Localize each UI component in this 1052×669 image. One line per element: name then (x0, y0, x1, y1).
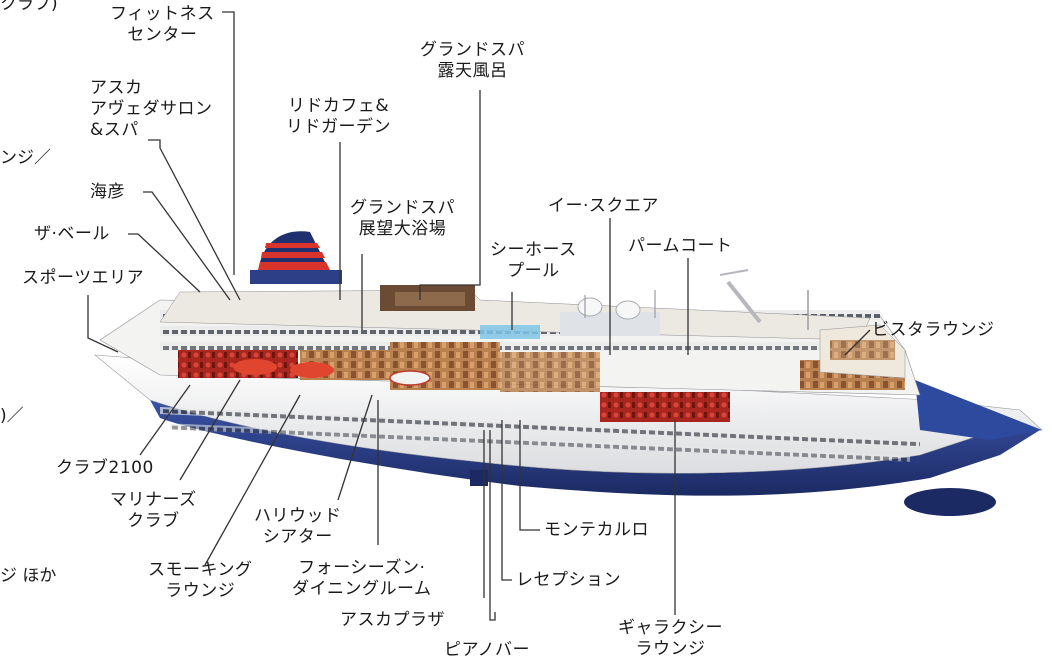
label-seahorse-pool: シーホースプール (490, 240, 577, 281)
edge-fragment-mid-left: ンジ／ (0, 148, 51, 168)
leader-umihiko (143, 191, 231, 301)
label-asuka-plaza: アスカプラザ (340, 610, 445, 630)
label-asuka-aveda-salon: アスカアヴェダサロン&スパ (90, 78, 213, 140)
label-sports-area: スポーツエリア (22, 268, 145, 288)
leader-reception (501, 420, 512, 581)
label-umihiko: 海彦 (90, 182, 125, 202)
leader-smoking (204, 394, 301, 566)
label-fitness-center: フィットネスセンター (110, 4, 215, 45)
label-hollywood-theater: ハリウッドシアター (254, 506, 342, 547)
label-palm-court: パームコート (628, 236, 733, 256)
label-lido-cafe: リドカフェ&リドガーデン (286, 96, 391, 137)
label-galaxy-lounge: ギャラクシーラウンジ (618, 618, 723, 659)
label-piano-bar: ピアノバー (444, 640, 530, 660)
ship-superstructure (99, 231, 921, 422)
leader-monte-carlo (519, 420, 540, 531)
label-reception: レセプション (516, 570, 621, 590)
label-mariners-club: マリナーズクラブ (110, 490, 197, 531)
label-four-seasons-dining: フォーシーズン·ダイニングルーム (292, 558, 432, 599)
edge-fragment-low-left: )／ (0, 406, 24, 426)
leader-asuka-salon (148, 139, 241, 301)
leader-vista (844, 329, 871, 356)
label-smoking-lounge: スモーキングラウンジ (148, 560, 253, 601)
leader-lines (87, 11, 871, 621)
leader-piano-bar (489, 430, 496, 621)
leader-club2100 (139, 384, 191, 456)
ship-hull (94, 354, 1043, 516)
label-e-square: イー·スクエア (548, 196, 659, 216)
edge-fragment-top-left: クラブ) (0, 0, 58, 14)
label-grand-spa-open-bath: グランドスパ露天風呂 (420, 40, 525, 81)
label-grand-spa-view-bath: グランドスパ展望大浴場 (350, 198, 455, 239)
label-the-bell: ザ·ベール (34, 224, 110, 244)
label-vista-lounge: ビスタラウンジ (872, 320, 995, 340)
edge-fragment-bottom-left: ジ ほか (0, 566, 57, 586)
leader-fitness (222, 11, 235, 275)
leader-grand-spa-open (419, 90, 481, 300)
leader-the-bell (128, 233, 201, 293)
leader-mariners (179, 379, 241, 481)
leader-sports (87, 295, 119, 353)
label-monte-carlo: モンテカルロ (544, 520, 649, 540)
leader-hollywood (337, 394, 373, 501)
label-club-2100: クラブ2100 (56, 458, 154, 478)
